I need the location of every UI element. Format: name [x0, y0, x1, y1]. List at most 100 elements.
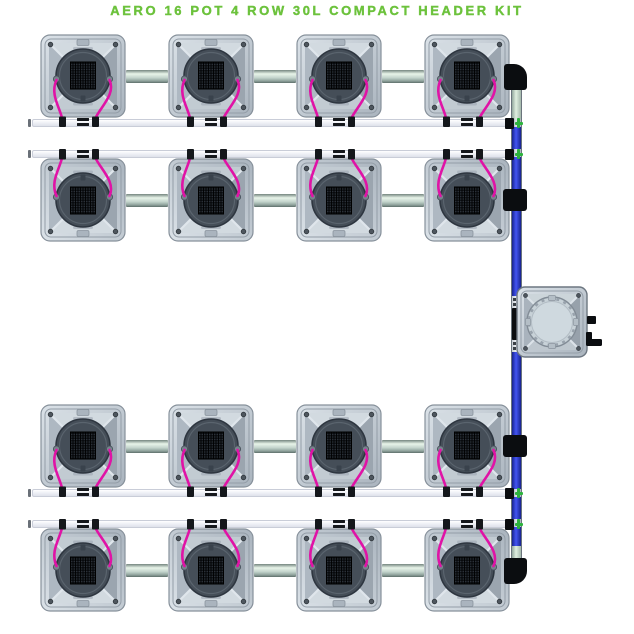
pipe-connectors — [59, 116, 99, 127]
interpot-pipe-row-4 — [254, 563, 296, 577]
pot-lid-tab — [332, 230, 346, 237]
aero-pot — [424, 149, 510, 242]
pipe-seg-blue — [512, 211, 521, 296]
aero-pot — [296, 519, 382, 612]
pot-mesh-grid — [198, 431, 224, 460]
pipe-seg-blue — [512, 527, 521, 546]
junction-connector — [505, 487, 514, 499]
aero-pot — [424, 404, 510, 497]
green-tee-icon — [514, 121, 523, 125]
pot-mesh-grid — [70, 61, 96, 90]
pot-corner-screws — [303, 411, 375, 481]
header-tank — [516, 285, 617, 366]
feed-tubes — [308, 448, 369, 490]
header-elbow-row-1 — [504, 64, 527, 90]
pot-corner-screws — [431, 41, 503, 111]
pot-lid-tab — [76, 409, 90, 416]
feed-pipe-cap-row-4 — [28, 520, 31, 528]
interpot-pipe-row-3 — [126, 439, 168, 453]
pot-mesh-grid — [326, 186, 352, 215]
pot-lid-plate — [44, 408, 122, 484]
interpot-pipe-row-1 — [126, 69, 168, 83]
pot-corner-screws — [303, 165, 375, 235]
pot-corner-screws — [175, 411, 247, 481]
pot-corner-screws — [431, 165, 503, 235]
feed-tubes — [52, 448, 113, 490]
pot-mesh-grid — [454, 556, 480, 585]
pot-mesh-grid — [198, 61, 224, 90]
junction-connector — [505, 117, 514, 129]
aero-pot — [168, 149, 254, 242]
pot-corner-screws — [175, 41, 247, 111]
pot-row-3 — [40, 404, 510, 498]
pot-lid-tab — [76, 39, 90, 46]
pipe-seg-silver-bottom — [512, 546, 521, 562]
header-tank-graphic — [516, 286, 602, 358]
junction-connector — [505, 148, 514, 160]
pot-lid-plate — [300, 532, 378, 608]
pot-row-1 — [40, 34, 510, 128]
pot-corner-screws — [47, 535, 119, 605]
tank-side-stub — [587, 316, 596, 324]
pot-corner-screws — [47, 411, 119, 481]
pot-collar-notch — [464, 95, 470, 102]
feed-tubes — [52, 156, 113, 198]
interpot-pipe-row-4 — [126, 563, 168, 577]
pipe-connectors — [443, 116, 483, 127]
pot-lid-tab — [460, 409, 474, 416]
feed-tubes — [180, 448, 241, 490]
tank-corner-screws — [523, 293, 581, 351]
aero-pot — [424, 519, 510, 612]
interpot-pipe-row-2 — [382, 193, 424, 207]
pot-collar-notch — [464, 465, 470, 472]
pot-mesh-grid — [454, 431, 480, 460]
pot-corner-screws — [431, 535, 503, 605]
feed-tubes — [308, 156, 369, 198]
pot-mesh-grid — [326, 61, 352, 90]
pipe-seg-silver-top — [512, 82, 521, 119]
feed-tubes — [436, 526, 497, 568]
pot-collar-notch — [464, 174, 470, 181]
pot-mesh-grid — [326, 431, 352, 460]
green-tee-icon — [514, 152, 523, 156]
pot-mesh-grid — [70, 556, 96, 585]
feed-tubes — [180, 156, 241, 198]
pot-collar-notch — [80, 544, 86, 551]
pipe-seg-blue — [512, 127, 521, 149]
feed-tubes — [308, 526, 369, 568]
aero-pot — [168, 519, 254, 612]
pot-row-4 — [40, 518, 510, 612]
header-tee-row-2 — [503, 189, 527, 211]
pipe-seg-blue — [512, 457, 521, 489]
pot-lid-tab — [204, 39, 218, 46]
pot-lid-plate — [300, 162, 378, 238]
aero-pot — [40, 519, 126, 612]
pot-collar-notch — [336, 95, 342, 102]
aero-pot — [296, 34, 382, 127]
pot-collar-notch — [208, 544, 214, 551]
pot-collar-notch — [208, 95, 214, 102]
aero-pot — [424, 34, 510, 127]
pot-lid-tab — [460, 600, 474, 607]
pipe-connectors — [59, 149, 99, 160]
pot-collar-notch — [208, 465, 214, 472]
pot-corner-screws — [431, 411, 503, 481]
pot-collar-notch — [80, 95, 86, 102]
pot-lid-tab — [460, 39, 474, 46]
pipe-connectors — [315, 519, 355, 530]
pot-lid-tab — [204, 600, 218, 607]
feed-pipe-cap-row-2 — [28, 150, 31, 158]
pot-mesh-grid — [70, 431, 96, 460]
pot-lid-tab — [204, 409, 218, 416]
pipe-connectors — [59, 519, 99, 530]
pot-collar-notch — [80, 465, 86, 472]
pot-collar-notch — [336, 465, 342, 472]
feed-tubes — [308, 78, 369, 120]
pot-corner-screws — [175, 535, 247, 605]
interpot-pipe-row-4 — [382, 563, 424, 577]
pot-collar-notch — [464, 544, 470, 551]
pipe-connectors — [315, 116, 355, 127]
feed-tubes — [436, 156, 497, 198]
tank-lid-clips — [525, 295, 579, 349]
